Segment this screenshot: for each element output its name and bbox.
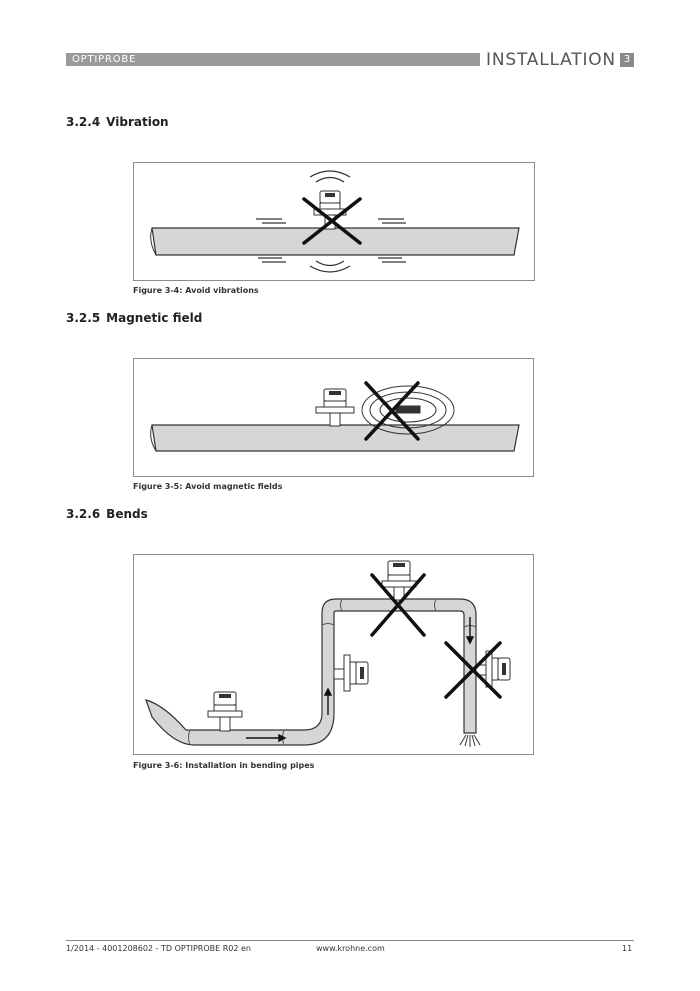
footer-doc-ref: 1/2014 - 4001208602 - TD OPTIPROBE R02 e… (66, 944, 251, 953)
section-number: 3.2.6 (66, 507, 101, 521)
figure-caption-text: Installation in bending pipes (185, 761, 315, 770)
section-number: 3.2.5 (66, 311, 101, 325)
section-number: 3.2.4 (66, 115, 101, 129)
section-title: Vibration (106, 115, 169, 129)
figure-label: Figure 3-6: (133, 761, 183, 770)
prohibited-cross (370, 573, 426, 637)
figure-caption-text: Avoid magnetic fields (185, 482, 283, 491)
figure-label: Figure 3-5: (133, 482, 183, 491)
section-heading-magnetic-field: 3.2.5 Magnetic field (66, 310, 202, 326)
header-product: OPTIPROBE (72, 54, 137, 65)
footer-rule (66, 940, 634, 941)
section-title: Magnetic field (106, 311, 203, 325)
outflow-spray (459, 734, 481, 747)
section-heading-bends: 3.2.6 Bends (66, 506, 148, 522)
footer-website: www.krohne.com (316, 944, 385, 953)
figure-caption-text: Avoid vibrations (185, 286, 259, 295)
bends-illustration (145, 560, 511, 747)
figure-caption: Figure 3-4: Avoid vibrations (133, 285, 259, 296)
sensor-device-down-wrong (475, 650, 511, 688)
figure-label: Figure 3-4: (133, 286, 183, 295)
vibration-lines (256, 218, 406, 263)
prohibited-cross (364, 381, 420, 441)
figure-caption: Figure 3-6: Installation in bending pipe… (133, 760, 314, 771)
footer-page-number: 11 (622, 944, 633, 953)
section-title: Bends (106, 507, 148, 521)
header-chapter-number: 3 (620, 53, 634, 67)
prohibited-cross (444, 641, 502, 699)
section-heading-vibration: 3.2.4 Vibration (66, 114, 169, 130)
figure-bends (133, 554, 534, 755)
figure-caption: Figure 3-5: Avoid magnetic fields (133, 481, 282, 492)
magnetic-field-illustration (150, 381, 520, 452)
flow-arrows (246, 617, 475, 743)
sensor-device-side-correct (333, 654, 369, 692)
prohibited-cross (302, 197, 362, 245)
vibration-illustration (150, 170, 520, 273)
figure-magnetic-field (133, 358, 534, 477)
header-bar (66, 53, 480, 66)
sensor-device-top-wrong (381, 560, 417, 601)
sensor-device (315, 388, 355, 427)
figure-vibration (133, 162, 535, 281)
header-chapter-title: INSTALLATION (486, 50, 616, 70)
sensor-device-correct (207, 691, 243, 732)
vibration-waves (309, 170, 351, 273)
